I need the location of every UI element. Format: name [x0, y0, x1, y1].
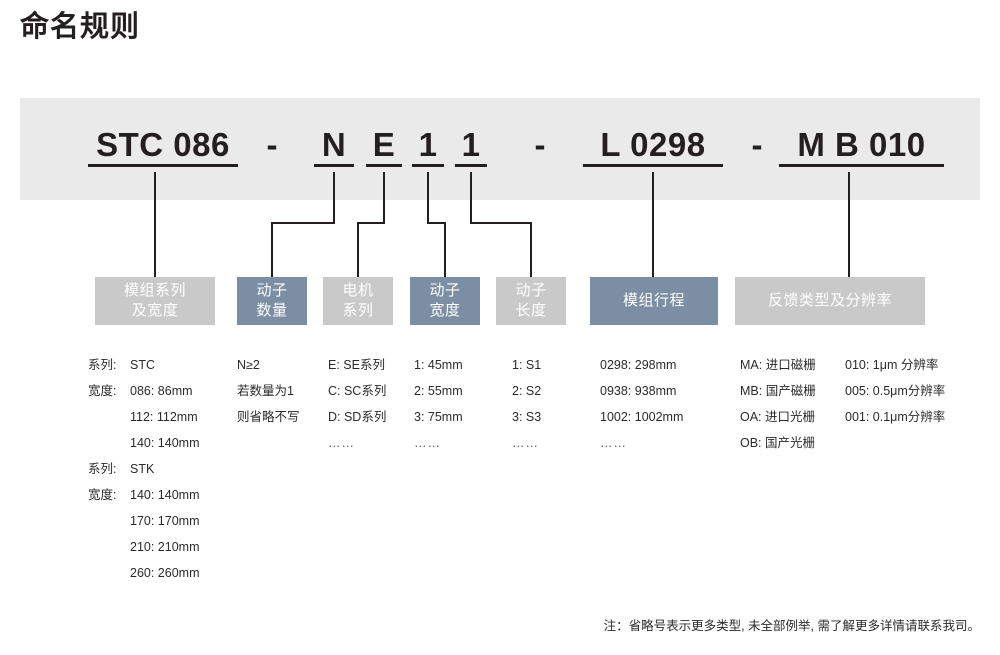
- detail-value: STK: [130, 462, 155, 476]
- detail-row: 112: 112mm: [88, 404, 199, 430]
- detail-row: 210: 210mm: [88, 534, 199, 560]
- detail-row: 1: 45mm: [414, 358, 463, 372]
- detail-label: 宽度:: [88, 384, 117, 398]
- page-title: 命名规则: [20, 11, 141, 43]
- detail-label: 宽度:: [88, 488, 117, 502]
- detail-row: 140: 140mm: [88, 430, 199, 456]
- category-label-line2: 宽度: [429, 302, 461, 319]
- code-segment-slider-width: 1: [412, 123, 444, 167]
- detail-row: 系列: STK: [88, 456, 199, 482]
- detail-row: 170: 170mm: [88, 508, 199, 534]
- detail-row: 则省略不写: [237, 410, 300, 424]
- detail-row: 宽度: 086: 86mm: [88, 378, 199, 404]
- detail-row: 1: S1: [512, 358, 542, 372]
- detail-column-motor-series: E: SE系列 C: SC系列 D: SD系列 ……: [328, 352, 386, 456]
- category-label-line2: 系列: [342, 302, 374, 319]
- category-box-motor-series: 电机 系列: [323, 277, 393, 325]
- detail-row: 2: 55mm: [414, 384, 463, 398]
- detail-row: 0298: 298mm: [600, 358, 677, 372]
- code-segment-module-series: STC 086: [88, 123, 238, 167]
- detail-row: 2: S2: [512, 384, 542, 398]
- detail-column-slider-count: N≥2 若数量为1 则省略不写: [237, 352, 300, 430]
- code-separator-1: -: [266, 126, 278, 163]
- category-label-line1: 模组系列: [123, 282, 186, 299]
- detail-row: N≥2: [237, 358, 260, 372]
- detail-row: 0938: 938mm: [600, 384, 677, 398]
- category-label-line2: 长度: [515, 302, 547, 319]
- detail-value: 260: 260mm: [130, 566, 200, 580]
- category-label-line1: 模组行程: [622, 292, 685, 309]
- detail-row: 260: 260mm: [88, 560, 199, 586]
- detail-value: 086: 86mm: [130, 384, 193, 398]
- detail-row: 系列: STC: [88, 352, 199, 378]
- detail-row: 010: 1μm 分辨率: [845, 358, 939, 372]
- detail-row: 3: 75mm: [414, 410, 463, 424]
- category-box-module-series: 模组系列 及宽度: [95, 277, 215, 325]
- code-separator-2: -: [534, 126, 546, 163]
- detail-row: 1002: 1002mm: [600, 410, 684, 424]
- detail-row: OB: 国产光栅: [740, 436, 816, 450]
- detail-row-ellipsis: ……: [512, 436, 539, 450]
- detail-row: 若数量为1: [237, 384, 294, 398]
- category-box-stroke: 模组行程: [590, 277, 718, 325]
- detail-column-resolution: 010: 1μm 分辨率 005: 0.5μm分辨率 001: 0.1μm分辨率: [845, 352, 945, 430]
- detail-row: MB: 国产磁栅: [740, 384, 816, 398]
- detail-column-slider-width: 1: 45mm 2: 55mm 3: 75mm ……: [414, 352, 463, 456]
- detail-value: 112: 112mm: [130, 410, 198, 424]
- code-segment-motor-series: E: [366, 123, 402, 167]
- category-label-line2: 及宽度: [131, 302, 179, 319]
- detail-row: OA: 进口光栅: [740, 410, 816, 424]
- category-box-feedback: 反馈类型及分辨率: [735, 277, 925, 325]
- detail-label: 系列:: [88, 358, 117, 372]
- category-label-line1: 动子: [429, 282, 461, 299]
- detail-row: MA: 进口磁栅: [740, 358, 816, 372]
- category-label-line1: 动子: [256, 282, 288, 299]
- detail-column-stroke: 0298: 298mm 0938: 938mm 1002: 1002mm ……: [600, 352, 683, 456]
- category-box-slider-count: 动子 数量: [237, 277, 307, 325]
- detail-row-ellipsis: ……: [328, 436, 355, 450]
- detail-row: 宽度: 140: 140mm: [88, 482, 199, 508]
- code-segment-slider-count: N: [314, 123, 354, 167]
- detail-row-ellipsis: ……: [600, 436, 627, 450]
- category-label-line1: 电机: [342, 282, 374, 299]
- code-separator-3: -: [751, 126, 763, 163]
- detail-value: 170: 170mm: [130, 514, 200, 528]
- category-label-line1: 动子: [515, 282, 547, 299]
- detail-column-feedback-type: MA: 进口磁栅 MB: 国产磁栅 OA: 进口光栅 OB: 国产光栅: [740, 352, 816, 456]
- detail-value: STC: [130, 358, 155, 372]
- detail-row: D: SD系列: [328, 410, 387, 424]
- detail-row: 3: S3: [512, 410, 542, 424]
- detail-value: 210: 210mm: [130, 540, 200, 554]
- detail-row: C: SC系列: [328, 384, 387, 398]
- detail-column-module-series: 系列: STC 宽度: 086: 86mm 112: 112mm 140: 140m…: [88, 352, 199, 586]
- footnote: 注：省略号表示更多类型, 未全部例举, 需了解更多详情请联系我司。: [603, 619, 980, 633]
- detail-row: 005: 0.5μm分辨率: [845, 384, 946, 398]
- code-segment-stroke: L 0298: [583, 123, 723, 167]
- code-segment-feedback: M B 010: [779, 123, 944, 167]
- detail-value: 140: 140mm: [130, 436, 200, 450]
- detail-value: 140: 140mm: [130, 488, 200, 502]
- detail-row-ellipsis: ……: [414, 436, 441, 450]
- category-box-slider-width: 动子 宽度: [410, 277, 480, 325]
- category-label-line2: 数量: [256, 302, 288, 319]
- detail-row: E: SE系列: [328, 358, 385, 372]
- category-box-slider-length: 动子 长度: [496, 277, 566, 325]
- detail-column-slider-length: 1: S1 2: S2 3: S3 ……: [512, 352, 541, 456]
- category-label-line1: 反馈类型及分辨率: [767, 292, 892, 309]
- code-segment-slider-length: 1: [455, 123, 487, 167]
- detail-label: 系列:: [88, 462, 117, 476]
- model-code-row: STC 086 - N E 1 1 - L 0298 - M B 010: [0, 123, 1000, 179]
- detail-row: 001: 0.1μm分辨率: [845, 410, 946, 424]
